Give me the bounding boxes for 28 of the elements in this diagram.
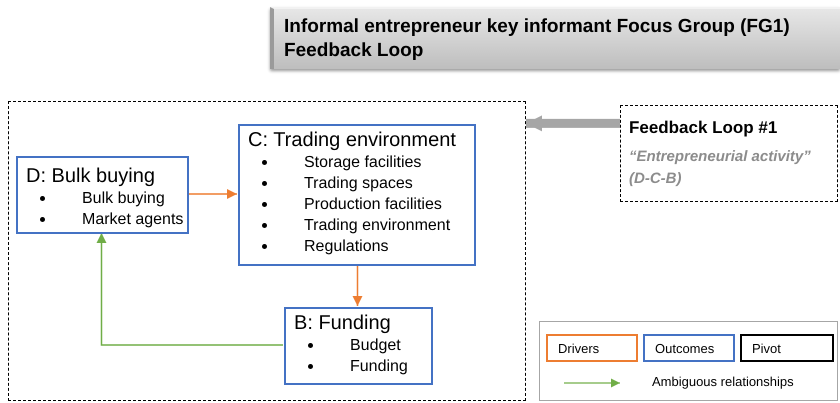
outcome-box [284,307,433,385]
arrow [96,233,283,346]
dashed-group-box [8,101,526,401]
bullet-item: Production facilities [304,195,442,215]
box-heading: B: Funding [294,311,391,335]
box-heading: C: Trading environment [248,128,456,152]
bullet-item: Storage facilities [304,153,422,173]
outcome-box [238,124,476,266]
legend-label: Drivers [558,341,600,356]
legend-label: Outcomes [655,341,714,356]
legend-label: Ambiguous relationships [652,374,794,389]
note-heading: Feedback Loop #1 [629,117,778,139]
arrow [526,115,620,132]
note-box [620,105,838,202]
arrow [352,265,362,306]
bullet-item: Funding [350,357,408,377]
bullet-item: Regulations [304,237,388,257]
bullet-item: Trading environment [304,216,450,236]
bullet-item: Budget [350,336,401,356]
arrow [188,189,237,199]
legend-label: Pivot [752,341,781,356]
bullet-item: Bulk buying [82,189,165,209]
box-heading: D: Bulk buying [26,164,155,188]
bullet-item: Trading spaces [304,174,413,194]
note-text: “Entrepreneurial activity” (D-C-B) [629,147,812,189]
title: Informal entrepreneur key informant Focus Group (FG1) Feedback Loop [284,15,791,63]
outcome-box [16,156,189,234]
bullet-item: Market agents [82,210,184,230]
